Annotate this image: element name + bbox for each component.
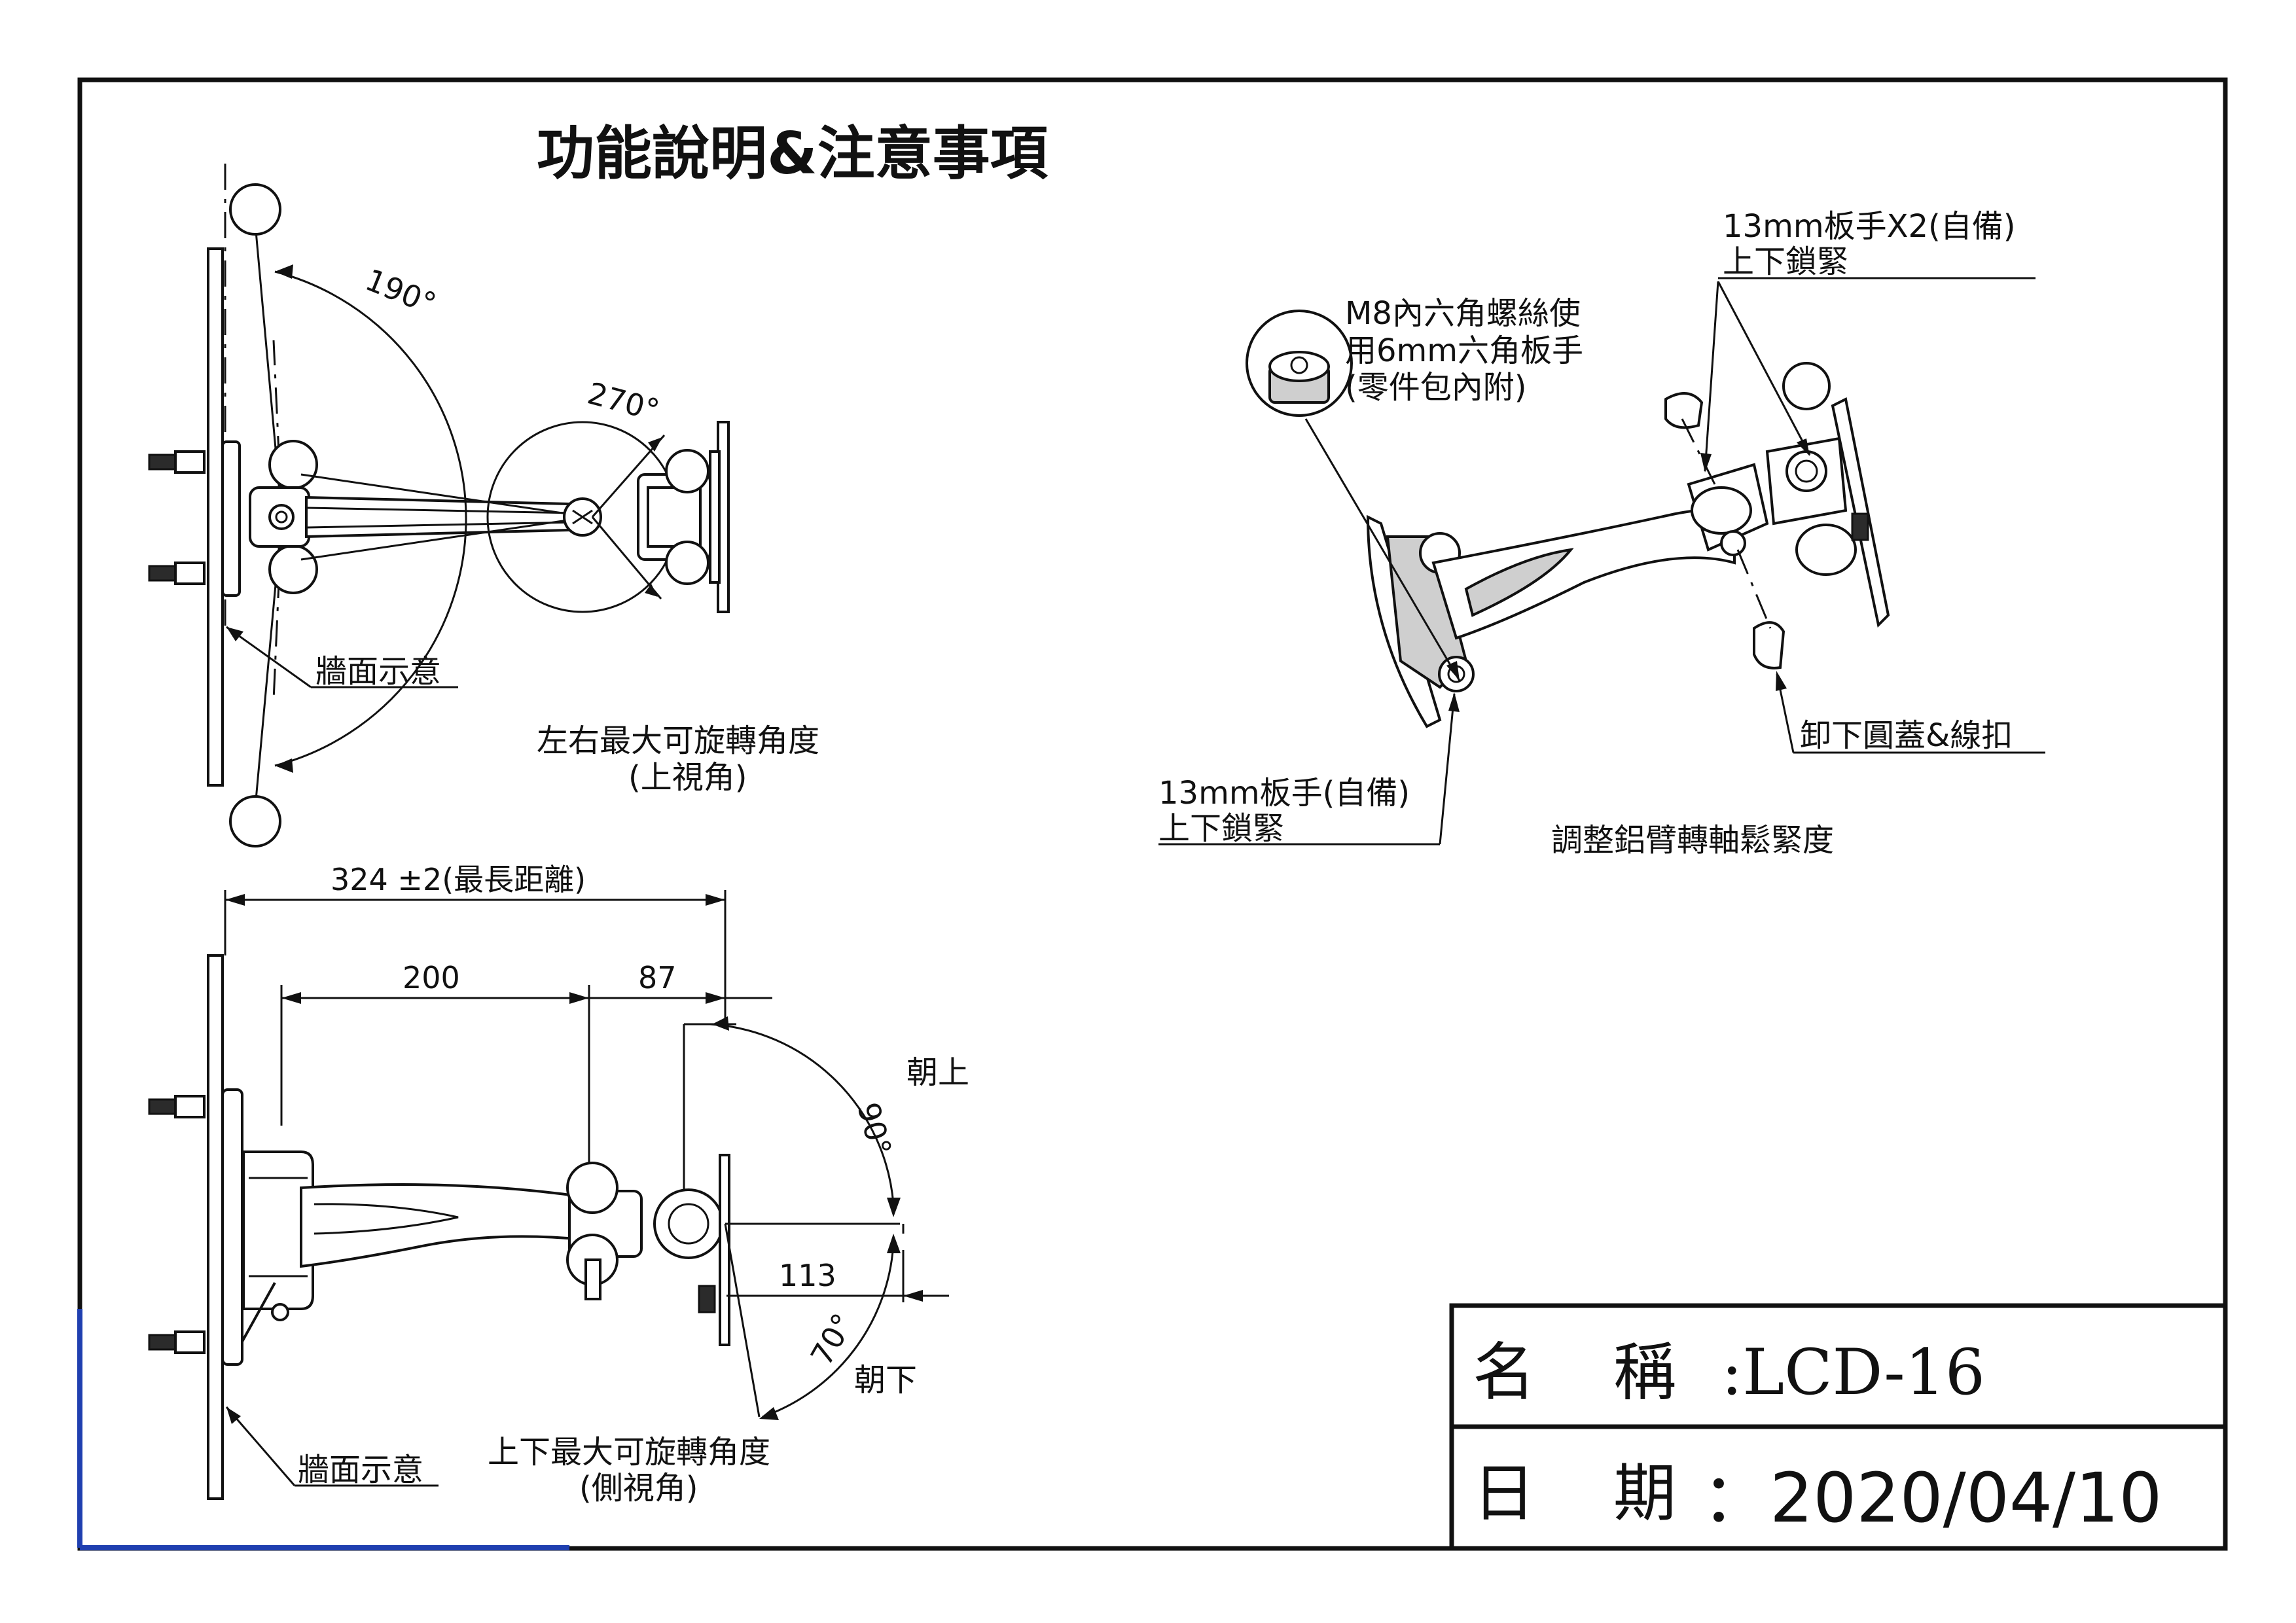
side-view-drawing: 324 ±2(最長距離) 200 87 xyxy=(148,862,949,1500)
side-wall-plate xyxy=(207,954,224,1500)
title-date-label-2: 期 xyxy=(1613,1457,1676,1530)
dim-200: 200 xyxy=(403,960,460,995)
top-caption-line1: 左右最大可旋轉角度 xyxy=(537,722,819,759)
top-arc-190 xyxy=(274,270,467,767)
side-arc-up xyxy=(709,1023,895,1205)
side-angle-down: 70° xyxy=(804,1308,861,1372)
iso-wrench-top-line1: 13mm板手X2(自備) xyxy=(1723,208,2015,245)
side-down-label: 朝下 xyxy=(854,1362,917,1399)
top-tilt-knob-upper xyxy=(665,449,709,493)
side-wall-bolt-upper xyxy=(148,1095,206,1118)
title-name-label-2: 稱 xyxy=(1613,1336,1676,1409)
top-caption-line2: (上視角) xyxy=(628,759,747,796)
side-mid-knob xyxy=(566,1162,619,1214)
top-angle-270: 270° xyxy=(584,375,663,428)
dim-87: 87 xyxy=(638,960,677,995)
top-wall-bolt-upper xyxy=(148,450,206,474)
top-end-circle-bottom xyxy=(229,795,281,847)
iso-cap-label: 卸下圓蓋&線扣 xyxy=(1800,717,2013,754)
iso-wrench-top-line2: 上下鎖緊 xyxy=(1723,243,1848,280)
iso-monitor-plate xyxy=(1831,397,1890,628)
side-caption-line2: (側視角) xyxy=(579,1470,698,1507)
side-up-label: 朝上 xyxy=(906,1054,969,1091)
dim-324: 324 ±2(最長距離) xyxy=(331,862,586,897)
top-tilt-knob-lower xyxy=(665,541,709,585)
top-view-drawing: 190° 270° xyxy=(148,164,730,847)
iso-cap-left xyxy=(1664,392,1704,429)
sheet-title: 功能說明&注意事項 xyxy=(537,120,1049,187)
iso-wrench-bottom-line1: 13mm板手(自備) xyxy=(1158,775,1410,812)
top-swing-centerline-up xyxy=(272,340,283,511)
sheet-border xyxy=(77,77,2228,1551)
top-swing-centerline-down xyxy=(272,523,283,701)
iso-cap-lower xyxy=(1753,621,1785,669)
top-angle-190: 190° xyxy=(361,262,441,322)
title-date-label-1: 日 xyxy=(1473,1457,1535,1530)
side-wall-label: 牆面示意 xyxy=(298,1452,423,1488)
iso-caption: 調整鋁臂轉軸鬆緊度 xyxy=(1551,822,1834,859)
side-arm-base xyxy=(242,1150,314,1310)
side-arc-down xyxy=(762,1243,895,1418)
top-wall-bracket xyxy=(221,440,241,597)
top-pivot-circle-lower xyxy=(268,544,318,594)
title-name-value: :LCD-16 xyxy=(1721,1336,1985,1409)
top-wall-plate xyxy=(207,247,224,787)
dim-113: 113 xyxy=(779,1258,836,1293)
title-block xyxy=(1449,1303,2228,1551)
iso-arm-body xyxy=(1431,508,1736,640)
iso-hex-line3: (零件包內附) xyxy=(1345,369,1526,406)
top-wall-bolt-lower xyxy=(148,562,206,585)
side-caption-line1: 上下最大可旋轉角度 xyxy=(488,1434,770,1471)
iso-hex-line1: M8內六角螺絲使 xyxy=(1345,295,1581,332)
top-pivot-circle-upper xyxy=(268,440,318,490)
side-arm-body xyxy=(300,1183,590,1268)
iso-view-drawing xyxy=(1246,310,1890,728)
iso-wrench-bottom-line2: 上下鎖緊 xyxy=(1158,810,1284,847)
side-wall-bracket xyxy=(221,1088,243,1366)
iso-top-cap xyxy=(1782,362,1831,410)
top-wall-label: 牆面示意 xyxy=(315,653,441,690)
side-tilt-head xyxy=(653,1188,724,1259)
title-date-value: ：2020/04/10 xyxy=(1702,1458,2162,1538)
iso-hex-line2: 用6mm六角板手 xyxy=(1345,332,1583,369)
top-arm-hub-bolt xyxy=(268,504,295,530)
top-end-circle-top xyxy=(229,183,281,236)
top-arm-body xyxy=(305,495,594,539)
title-name-label-1: 名 xyxy=(1473,1336,1535,1409)
side-monitor-plate xyxy=(719,1154,730,1346)
iso-tilt-knob xyxy=(1795,524,1857,576)
side-wall-bolt-lower xyxy=(148,1330,206,1354)
side-angle-up: 90° xyxy=(850,1099,898,1160)
